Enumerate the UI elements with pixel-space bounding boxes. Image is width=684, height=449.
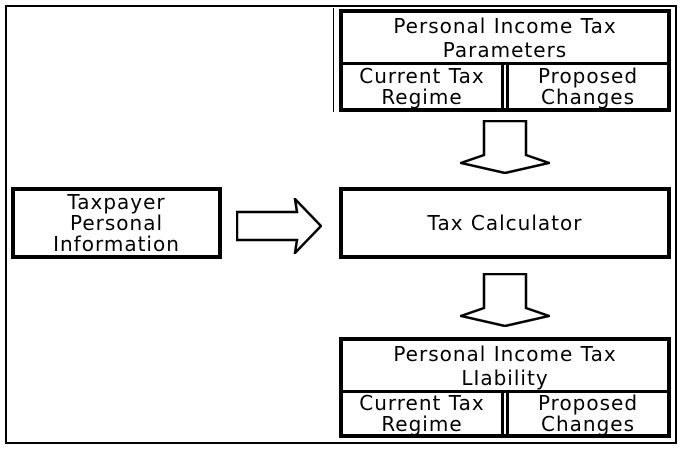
taxpayer-box-label: Taxpayer Personal Information (53, 189, 180, 256)
parameters-box-title: Personal Income Tax Parameters (343, 13, 667, 65)
liability-current-tax-regime-cell: Current Tax Regime (343, 393, 504, 434)
parameters-current-tax-regime-cell: Current Tax Regime (343, 65, 504, 108)
stray-vertical-line (333, 8, 334, 112)
personal-income-tax-liability-box: Personal Income Tax LIability Current Ta… (339, 337, 671, 438)
liability-box-subcells: Current Tax Regime Proposed Changes (343, 393, 667, 434)
right-arrow-icon (236, 198, 322, 254)
taxpayer-personal-information-box: Taxpayer Personal Information (11, 187, 222, 259)
outer-frame (5, 5, 677, 444)
down-arrow-icon (460, 273, 550, 327)
liability-proposed-changes-cell: Proposed Changes (506, 393, 667, 434)
down-arrow-icon (460, 120, 550, 174)
tax-calculator-box: Tax Calculator (339, 187, 671, 259)
parameters-proposed-changes-cell: Proposed Changes (506, 65, 667, 108)
parameters-box-subcells: Current Tax Regime Proposed Changes (343, 65, 667, 108)
personal-income-tax-parameters-box: Personal Income Tax Parameters Current T… (339, 9, 671, 112)
liability-box-title: Personal Income Tax LIability (343, 341, 667, 393)
tax-calculator-label: Tax Calculator (427, 211, 583, 235)
